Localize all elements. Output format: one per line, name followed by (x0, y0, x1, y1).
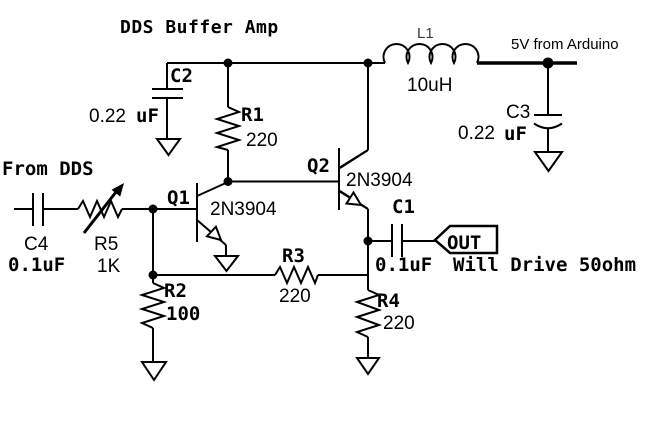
ground-c2 (155, 138, 182, 157)
component-value-r2: 100 (166, 303, 200, 325)
supply-label: 5V from Arduino (511, 36, 619, 53)
component-ref-l1: L1 (417, 25, 434, 42)
capacitor-c3-symbol (533, 114, 563, 130)
resistor-r3-symbol (274, 264, 319, 286)
potentiometer-arrow-head (111, 183, 124, 197)
text-labels: DDS Buffer Amp C2 0.22 uF R1 220 L1 10uH… (2, 17, 636, 334)
component-ref-r5: R5 (94, 234, 118, 255)
capacitor-c4-symbol (32, 193, 44, 226)
component-value-c2: 0.22 (89, 106, 126, 127)
component-unit-c3: uF (504, 123, 527, 145)
component-ref-r3: R3 (282, 245, 305, 267)
component-ref-c2: C2 (170, 65, 193, 87)
junction-r2-r3 (148, 270, 158, 280)
component-ref-q2: Q2 (307, 155, 330, 177)
junction-supply (542, 57, 554, 69)
component-ref-c4: C4 (24, 234, 49, 255)
component-value-c1: 0.1uF (375, 254, 432, 276)
component-value-r5: 1K (97, 256, 121, 277)
inductor-l1-symbol (382, 42, 480, 66)
component-ref-r2: R2 (164, 280, 187, 302)
ground-r4 (355, 357, 381, 376)
resistor-r5-symbol (77, 198, 123, 220)
component-value-r4: 220 (383, 313, 415, 334)
junction-q1-base (148, 204, 158, 214)
component-value-c3: 0.22 (458, 123, 495, 144)
schematic-title: DDS Buffer Amp (120, 17, 279, 38)
component-ref-r4: R4 (377, 290, 400, 312)
capacitor-c1-symbol (391, 224, 403, 257)
capacitor-c2-symbol (152, 88, 183, 99)
input-label: From DDS (2, 158, 94, 180)
component-ref-r1: R1 (241, 104, 264, 126)
component-value-r1: 220 (246, 130, 278, 151)
component-value-q1: 2N3904 (210, 199, 277, 220)
junction-output-node (363, 236, 373, 246)
component-ref-q1: Q1 (167, 187, 190, 209)
output-port-label: OUT (447, 232, 481, 254)
ground-symbols (140, 138, 564, 382)
transistor-q2-emitter-arrow (344, 190, 363, 207)
resistor-r1-symbol (213, 106, 243, 151)
component-unit-c2: uF (136, 105, 159, 127)
junction-q1-collector (223, 177, 233, 186)
output-note: Will Drive 50ohm (453, 254, 636, 276)
ground-c3 (533, 151, 564, 173)
component-symbols (32, 42, 563, 338)
potentiometer-arrow-shaft (82, 191, 118, 234)
junction-l1-left (363, 58, 373, 68)
component-ref-c1: C1 (392, 196, 415, 218)
transistor-q1-emitter-arrow (205, 224, 223, 242)
component-ref-c3: C3 (506, 102, 530, 123)
junction-dots (148, 57, 554, 280)
ground-r2 (140, 361, 168, 382)
component-value-q2: 2N3904 (346, 170, 413, 191)
output-port-flag (433, 224, 499, 255)
resistor-r4-symbol (353, 289, 383, 338)
component-value-r3: 220 (279, 286, 311, 307)
component-value-c4: 0.1uF (8, 254, 65, 276)
junction-r1-top (223, 58, 233, 68)
ground-q1 (212, 255, 241, 273)
component-value-l1: 10uH (407, 75, 452, 96)
resistor-r2-symbol (138, 282, 168, 329)
